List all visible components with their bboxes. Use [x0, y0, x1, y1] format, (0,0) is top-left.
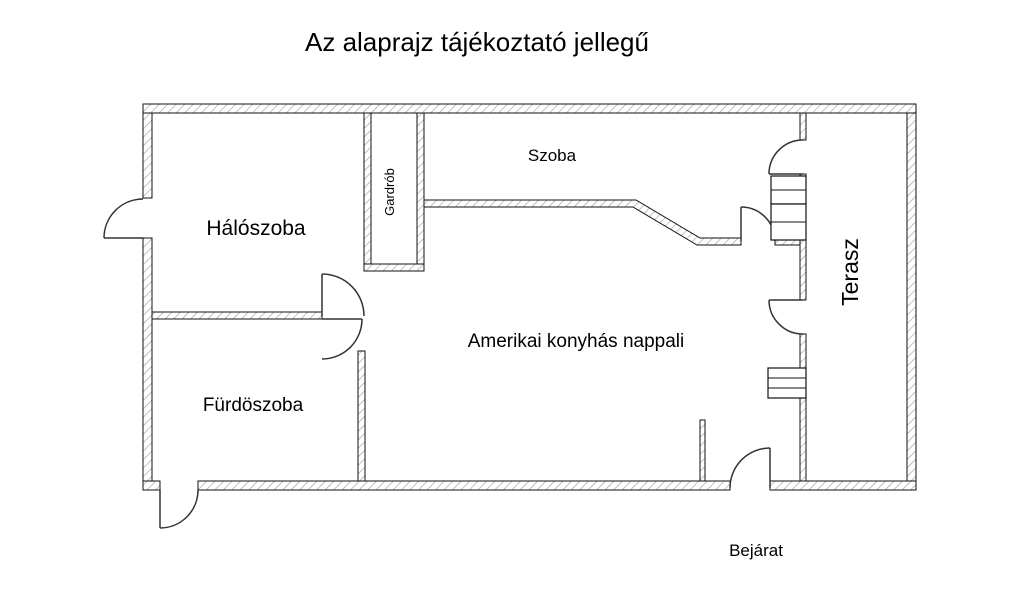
- wall-outer-bottom-segment: [769, 480, 917, 491]
- wall-bathroom-right: [357, 350, 366, 482]
- window-sill-symbol: [767, 367, 807, 399]
- entrance-label: Bejárat: [729, 541, 783, 560]
- door-entrance: [729, 447, 771, 489]
- doors: [103, 139, 804, 529]
- wall-outer-bottom-segment: [142, 480, 161, 491]
- room-label-living: Amerikai konyhás nappali: [468, 331, 685, 352]
- wall-wardrobe-left: [363, 112, 372, 265]
- wall-szoba-divider: [423, 199, 742, 246]
- room-label-szoba: Szoba: [528, 146, 577, 165]
- door-exterior-bottom-left: [159, 489, 199, 529]
- door-bedroom: [321, 273, 365, 317]
- door-arc: [768, 139, 804, 175]
- outer-walls: [142, 103, 917, 491]
- wall-outer-left-segment: [142, 237, 153, 482]
- door-arc: [103, 198, 144, 239]
- door-szoba: [740, 206, 776, 242]
- wall-wardrobe-bottom: [363, 263, 425, 272]
- door-arc: [768, 299, 804, 335]
- wall-outer-top: [142, 103, 917, 114]
- wall-outer-left-segment: [142, 112, 153, 199]
- window-sill-symbol: [770, 203, 807, 241]
- interior-walls: [151, 112, 807, 482]
- door-arc: [740, 206, 776, 242]
- wall-entrance-stub: [699, 419, 706, 482]
- wall-outer-right: [906, 112, 917, 482]
- door-exterior-left: [103, 198, 144, 239]
- labels: Az alaprajz tájékoztató jellegű Hálószob…: [203, 27, 863, 560]
- wall-wardrobe-right: [416, 112, 425, 265]
- room-label-wardrobe: Gardrób: [382, 168, 397, 216]
- door-arc: [321, 318, 363, 360]
- room-label-terrace: Terasz: [837, 238, 863, 306]
- room-label-bedroom: Hálószoba: [206, 217, 306, 240]
- door-bathroom: [321, 318, 363, 360]
- windows: [767, 175, 807, 399]
- door-terrace-mid: [768, 299, 804, 335]
- door-arc: [159, 489, 199, 529]
- wall-terrace-segment: [799, 333, 807, 482]
- wall-outer-bottom-segment: [197, 480, 731, 491]
- wall-terrace-segment: [799, 112, 807, 141]
- door-arc: [729, 447, 771, 489]
- window-frame: [767, 367, 807, 399]
- door-arc: [321, 273, 365, 317]
- door-terrace-top: [768, 139, 804, 175]
- room-label-bathroom: Fürdöszoba: [203, 395, 304, 416]
- wall-bedroom-bathroom-divider: [151, 311, 323, 320]
- page-title: Az alaprajz tájékoztató jellegű: [305, 27, 649, 57]
- window-sill-symbol: [770, 175, 807, 205]
